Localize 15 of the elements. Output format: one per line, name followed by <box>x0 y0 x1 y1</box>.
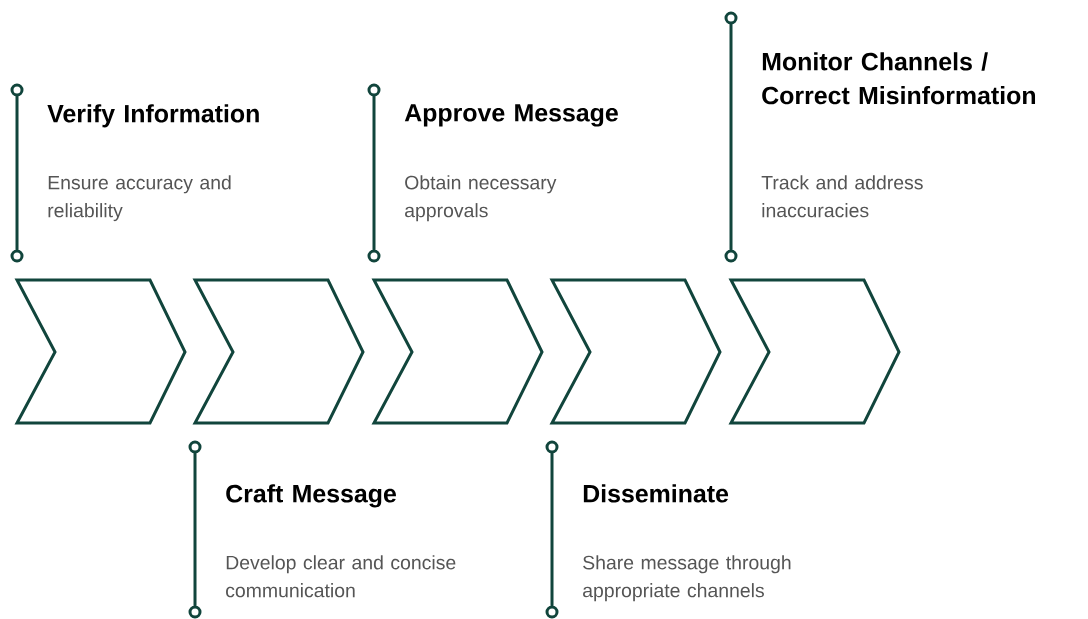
step-description: Track and address inaccuracies <box>761 175 923 218</box>
step-description: Share message through appropriate channels <box>583 555 791 602</box>
step-description: Ensure accuracy and reliability <box>48 175 231 222</box>
step-heading: Approve Message <box>404 104 618 127</box>
chevron-shape <box>192 278 365 425</box>
chevron-shape <box>728 278 901 425</box>
step-heading: Craft Message <box>226 484 396 508</box>
step-description: Obtain necessary approvals <box>405 175 557 222</box>
chevron-shape <box>549 278 722 425</box>
step-heading: Monitor Channels / Correct Misinformation <box>762 52 1035 105</box>
step-heading: Disseminate <box>583 484 729 503</box>
step-heading: Verify Information <box>47 104 259 128</box>
chevron-shape <box>14 278 187 425</box>
step-description: Develop clear and concise communication <box>226 555 456 598</box>
chevron-shape <box>371 278 544 425</box>
